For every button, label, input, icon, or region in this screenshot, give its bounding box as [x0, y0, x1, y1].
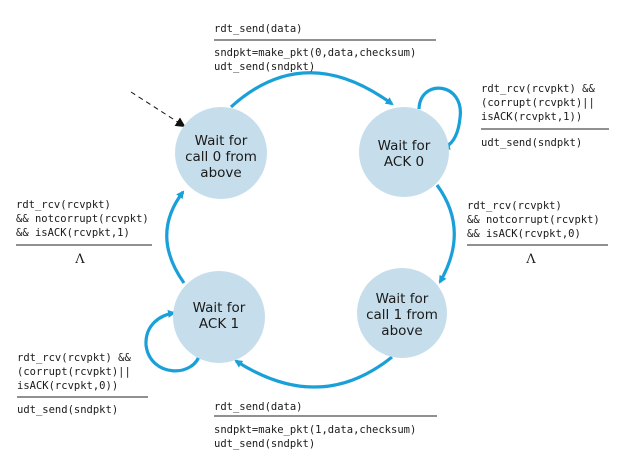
lambda-action: Λ: [525, 252, 536, 267]
state-wait-ack-1: Wait for ACK 1: [173, 271, 265, 363]
state-label-line: Wait for: [378, 138, 431, 154]
state-label-line: above: [200, 165, 241, 181]
state-label-line: call 1 from: [366, 307, 438, 323]
transition-ack1-to-call0: rdt_rcv(rcvpkt) && notcorrupt(rcvpkt) &&…: [16, 199, 152, 267]
transition-call0-to-ack0: rdt_send(data) sndpkt=make_pkt(0,data,ch…: [214, 23, 436, 73]
transition-event: rdt_rcv(rcvpkt): [16, 199, 111, 211]
transition-action: sndpkt=make_pkt(1,data,checksum): [214, 424, 416, 436]
lambda-action: Λ: [74, 252, 85, 267]
transition-event: && notcorrupt(rcvpkt): [16, 213, 149, 225]
transition-action: udt_send(sndpkt): [481, 137, 582, 149]
transition-event: rdt_rcv(rcvpkt) &&: [481, 83, 595, 95]
transition-event: rdt_send(data): [214, 401, 303, 413]
state-label-line: above: [381, 323, 422, 339]
transition-ack1-self: rdt_rcv(rcvpkt) && (corrupt(rcvpkt)|| is…: [17, 352, 148, 416]
initial-state-arrow: [130, 91, 186, 128]
transition-ack0-to-call1: rdt_rcv(rcvpkt) && notcorrupt(rcvpkt) &&…: [467, 200, 608, 267]
transition-event: isACK(rcvpkt,0)): [17, 380, 118, 392]
transition-event: && notcorrupt(rcvpkt): [467, 214, 600, 226]
state-wait-ack-0: Wait for ACK 0: [359, 107, 449, 197]
edge-call0-to-ack0: [229, 71, 394, 109]
transition-event: && isACK(rcvpkt,0): [467, 228, 581, 240]
transition-action: udt_send(sndpkt): [214, 61, 315, 73]
transition-event: rdt_send(data): [214, 23, 303, 35]
state-label-line: Wait for: [193, 300, 246, 316]
transition-action: udt_send(sndpkt): [214, 438, 315, 450]
transition-action: sndpkt=make_pkt(0,data,checksum): [214, 47, 416, 59]
edge-ack0-to-call1: [435, 184, 456, 284]
transition-event: rdt_rcv(rcvpkt) &&: [17, 352, 131, 364]
state-label-line: ACK 0: [384, 154, 424, 170]
state-wait-call-1: Wait for call 1 from above: [357, 268, 447, 358]
state-label-line: ACK 1: [199, 316, 239, 332]
state-label-line: Wait for: [195, 133, 248, 149]
transition-event: rdt_rcv(rcvpkt): [467, 200, 562, 212]
edge-ack0-self-loop: [417, 86, 462, 150]
transition-ack0-self: rdt_rcv(rcvpkt) && (corrupt(rcvpkt)|| is…: [481, 83, 609, 149]
transition-event: (corrupt(rcvpkt)||: [481, 97, 595, 109]
edge-ack1-to-call0: [165, 190, 186, 284]
transition-event: (corrupt(rcvpkt)||: [17, 366, 131, 378]
edge-ack1-self-loop: [144, 309, 202, 373]
transition-action: udt_send(sndpkt): [17, 404, 118, 416]
edge-call1-to-ack1: [234, 355, 394, 389]
transition-event: isACK(rcvpkt,1)): [481, 111, 582, 123]
state-wait-call-0: Wait for call 0 from above: [175, 107, 267, 199]
state-label-line: Wait for: [376, 291, 429, 307]
transition-call1-to-ack1: rdt_send(data) sndpkt=make_pkt(1,data,ch…: [214, 401, 437, 450]
state-label-line: call 0 from: [185, 149, 257, 165]
transition-event: && isACK(rcvpkt,1): [16, 227, 130, 239]
